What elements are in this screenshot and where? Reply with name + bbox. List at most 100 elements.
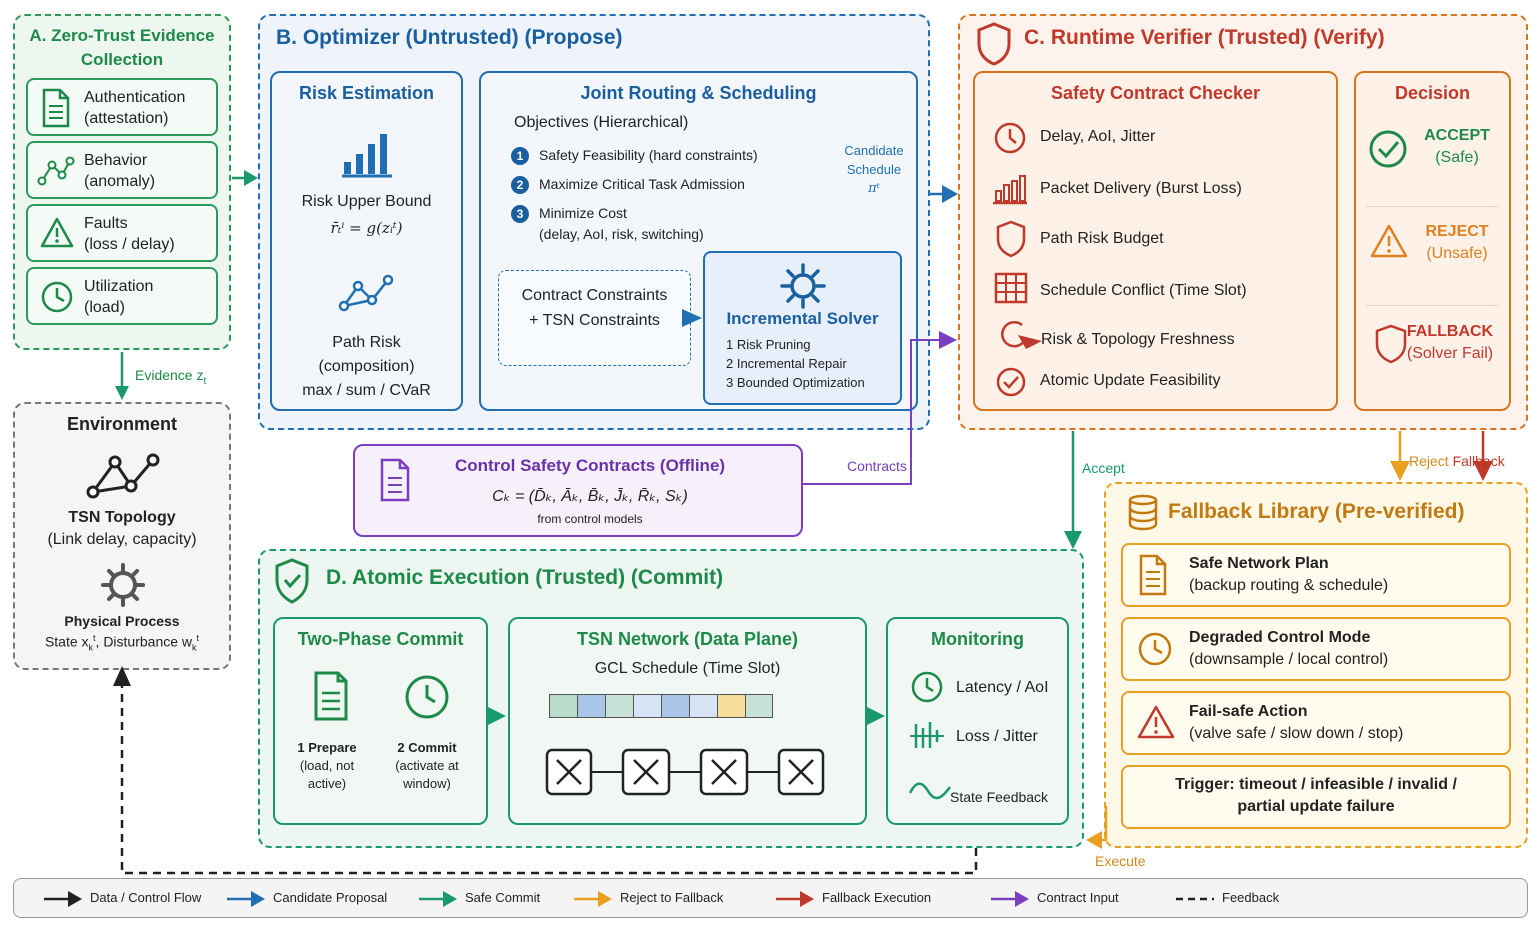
legend-arrow-icon xyxy=(574,891,612,907)
execute-edge-label: Execute xyxy=(1095,853,1146,869)
bar-chart-icon xyxy=(342,132,394,183)
legend-arrow-icon xyxy=(419,891,457,907)
legend-label: Reject to Fallback xyxy=(620,890,724,905)
gcl-slots xyxy=(549,694,773,718)
safe-plan-text: Safe Network Plan(backup routing & sched… xyxy=(1189,555,1389,594)
document-icon xyxy=(1137,554,1169,601)
evidence-arrow xyxy=(112,352,132,407)
legend-label: Contract Input xyxy=(1037,890,1119,905)
decision-divider xyxy=(1366,305,1499,306)
warning-icon xyxy=(1137,704,1175,745)
legend-dash-icon xyxy=(1176,897,1214,901)
feedback-path xyxy=(112,660,982,885)
monitor-feedback: State Feedback xyxy=(950,789,1049,805)
switch-icon xyxy=(621,748,671,796)
reject-arrow xyxy=(1388,431,1412,488)
contracts-edge-label: Contracts xyxy=(847,458,907,474)
clock-icon xyxy=(993,121,1027,160)
decision-divider xyxy=(1366,206,1499,207)
safety-checker-box xyxy=(973,71,1338,411)
warning-icon xyxy=(1370,223,1408,264)
sun-gear-icon xyxy=(780,263,826,314)
risk-title: Risk Estimation xyxy=(298,83,435,103)
fallback-item-degraded-mode: Degraded Control Mode(downsample / local… xyxy=(1121,617,1511,681)
gcl-slot xyxy=(662,695,690,717)
check-schedule: Schedule Conflict (Time Slot) xyxy=(1040,282,1247,299)
solver-title: Incremental Solver xyxy=(726,309,879,328)
process-state: State xkt, Disturbance wkt xyxy=(44,633,200,653)
shield-check-icon xyxy=(274,558,310,609)
accept-check-icon xyxy=(1368,129,1408,174)
legend-label: Candidate Proposal xyxy=(273,890,388,905)
reject-fallback-label: Reject Fallback xyxy=(1409,453,1505,469)
clock-icon xyxy=(40,280,74,319)
legend-label: Data / Control Flow xyxy=(90,890,202,905)
switch-icon xyxy=(545,748,593,796)
fallback-library-title: Fallback Library (Pre-verified) xyxy=(1168,500,1465,523)
shield-icon xyxy=(1374,324,1408,369)
check-packet: Packet Delivery (Burst Loss) xyxy=(1040,180,1242,197)
risk-estimation-box xyxy=(270,71,463,411)
objective-sub: (delay, AoI, risk, switching) xyxy=(539,226,704,242)
clock-icon xyxy=(404,674,450,725)
path-risk-text: Path Risk(composition)max / sum / CVaR xyxy=(302,334,431,399)
fallback-item-failsafe: Fail-safe Action(valve safe / slow down … xyxy=(1121,691,1511,755)
legend-arrow-icon xyxy=(991,891,1029,907)
check-path-risk: Path Risk Budget xyxy=(1040,230,1164,247)
shield-icon xyxy=(995,220,1027,263)
objective-text: Maximize Critical Task Admission xyxy=(539,176,745,192)
reject-label: REJECT(Unsafe) xyxy=(1425,223,1489,262)
switch-icon xyxy=(777,748,825,796)
legend-label: Fallback Execution xyxy=(822,890,932,905)
tsn-network-title: TSN Network (Data Plane) xyxy=(576,629,799,649)
objectives-title: Objectives (Hierarchical) xyxy=(514,114,689,131)
refresh-icon xyxy=(996,317,1044,356)
document-icon xyxy=(312,671,350,726)
contracts-source: from control models xyxy=(537,512,643,526)
evidence-label: Evidence zt xyxy=(135,367,207,387)
gcl-slot xyxy=(634,695,662,717)
topology-sub: (Link delay, capacity) xyxy=(47,531,197,548)
check-delay: Delay, AoI, Jitter xyxy=(1040,128,1156,145)
document-icon xyxy=(40,88,72,133)
objective-number-badge: 3 xyxy=(511,205,529,223)
objective-number-badge: 1 xyxy=(511,147,529,165)
evidence-item-utilization: Utilization(load) xyxy=(26,267,218,325)
topology-icon xyxy=(85,452,161,505)
contracts-formula: Cₖ = (D̄ₖ, Āₖ, B̄ₖ, J̄ₖ, R̄ₖ, Sₖ) xyxy=(492,488,688,505)
auth-label: Authentication(attestation) xyxy=(84,89,186,127)
legend-label: Feedback xyxy=(1222,890,1280,905)
objective-text: Safety Feasibility (hard constraints) xyxy=(539,147,758,163)
network-to-monitor-arrow xyxy=(865,706,889,731)
gcl-slot xyxy=(578,695,606,717)
monitor-latency: Latency / AoI xyxy=(956,679,1049,696)
panel-b-title: B. Optimizer (Untrusted) (Propose) xyxy=(276,26,623,49)
check-freshness: Risk & Topology Freshness xyxy=(1041,331,1235,348)
failsafe-text: Fail-safe Action(valve safe / slow down … xyxy=(1189,703,1404,742)
check-atomic: Atomic Update Feasibility xyxy=(1040,372,1221,389)
switch-icon xyxy=(699,748,749,796)
legend-label: Safe Commit xyxy=(465,890,541,905)
panel-a-title: A. Zero-Trust Evidence Collection xyxy=(29,26,215,69)
constraints-text: Contract Constraints+ TSN Constraints xyxy=(521,287,668,329)
objective-number-badge: 2 xyxy=(511,176,529,194)
decision-title: Decision xyxy=(1394,83,1471,103)
candidate-proposal-arrow xyxy=(930,184,960,209)
checker-title: Safety Contract Checker xyxy=(1050,83,1261,103)
evidence-item-faults: Faults(loss / delay) xyxy=(26,204,218,262)
two-phase-title: Two-Phase Commit xyxy=(297,629,464,649)
gear-icon xyxy=(100,562,146,613)
degraded-mode-text: Degraded Control Mode(downsample / local… xyxy=(1189,629,1389,668)
panel-c-title: C. Runtime Verifier (Trusted) (Verify) xyxy=(1024,26,1385,49)
jitter-icon xyxy=(910,720,946,757)
gcl-label: GCL Schedule (Time Slot) xyxy=(594,660,781,677)
a-to-b-arrow xyxy=(232,168,260,193)
check-circle-icon xyxy=(995,366,1027,403)
legend-arrow-icon xyxy=(44,891,82,907)
monitoring-title: Monitoring xyxy=(931,629,1024,649)
gcl-slot xyxy=(718,695,746,717)
risk-formula: r̄ₜⁱ = g(zᵢᵗ) xyxy=(330,219,403,237)
